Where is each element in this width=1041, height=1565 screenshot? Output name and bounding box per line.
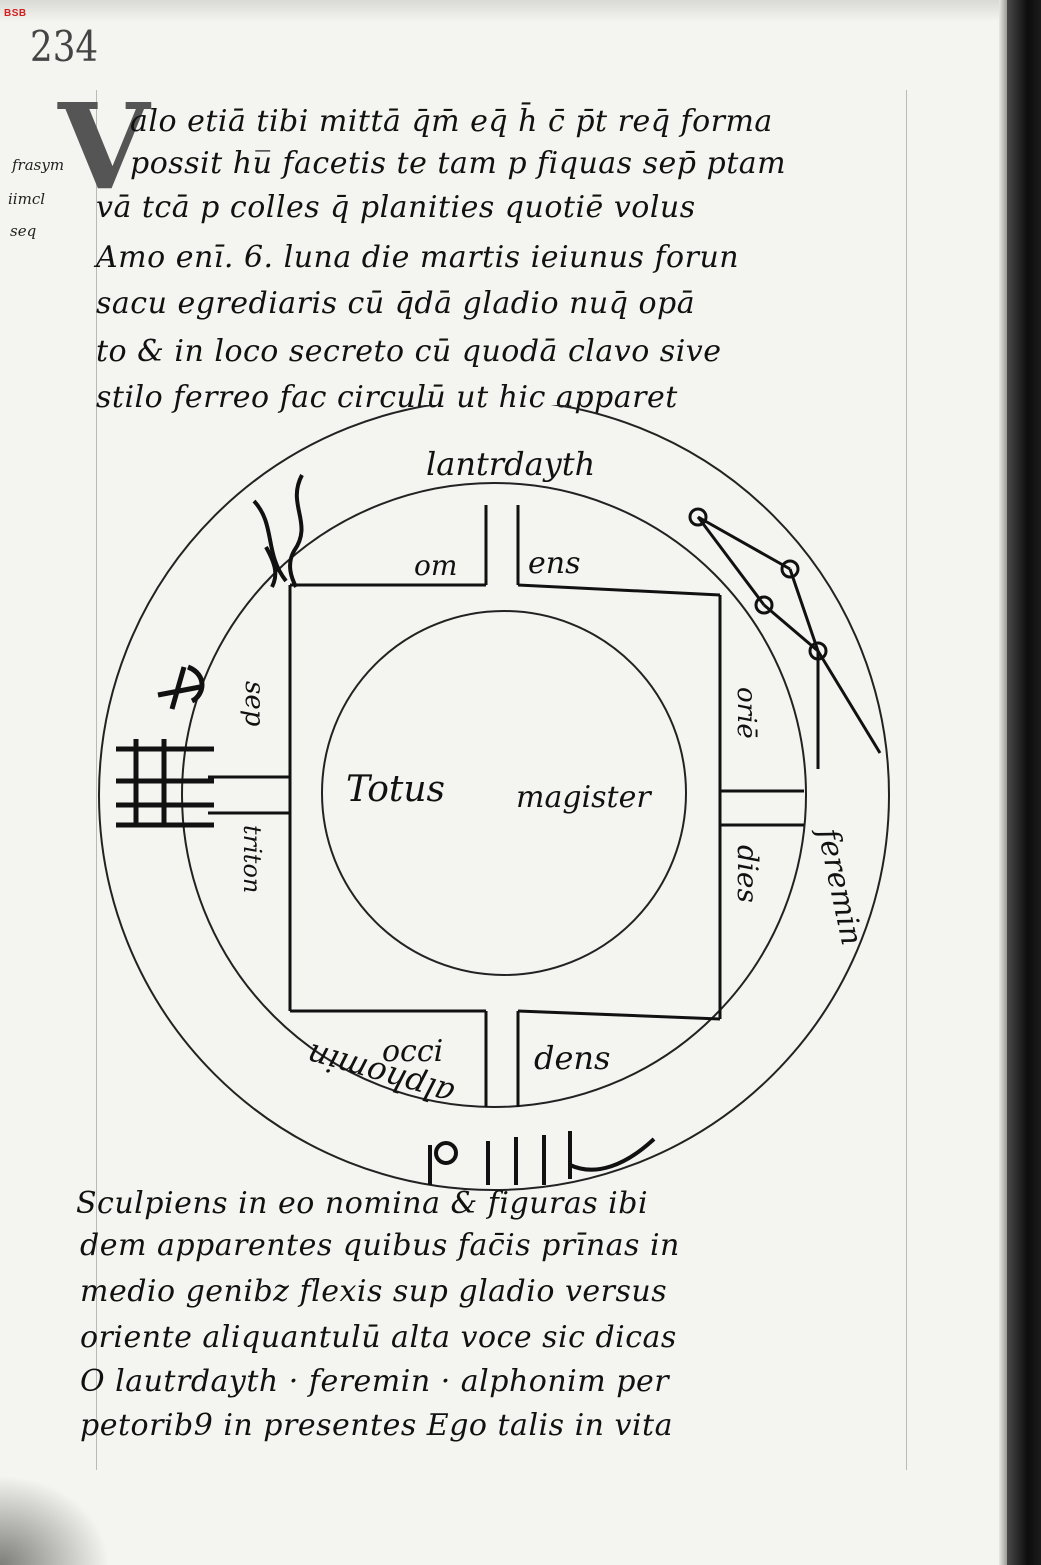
inner-ring-word: sep [239, 681, 269, 727]
inner-square-top-right [517, 583, 721, 597]
closing-line: Sculpiens in eo nomina & figuras ibi [76, 1186, 649, 1221]
inner-ring-word: om [414, 549, 457, 582]
inner-ring-word: oriē [731, 687, 761, 739]
left-ruling-line [96, 90, 97, 1470]
center-word-totus: Totus [346, 769, 445, 810]
page-corner-shadow [0, 1475, 110, 1565]
magic-circle-diagram: om ens oriē dies occi dens sep triton To… [98, 405, 890, 1191]
text-line: alo etiā tibi mittā q̄m̄ eq̄ h̄ c̄ p̄t r… [130, 104, 773, 139]
right-ruling-line [906, 90, 907, 1470]
inner-circle [321, 610, 687, 976]
outer-circle [98, 405, 890, 1191]
closing-line: O lautrdayth · feremin · alphonim per [80, 1364, 670, 1399]
folio-number: 234 [30, 22, 99, 71]
constellation-sigil [688, 507, 882, 769]
wave-sigil [252, 474, 304, 588]
text-line: possit hu̅ facetis te tam p fiquas sep̄ … [130, 146, 787, 181]
bottom-flourish-sigil [428, 1131, 656, 1185]
page-fore-edge [999, 0, 1007, 1565]
middle-circle [181, 482, 807, 1108]
closing-line: petorib9 in presentes Ego talis in vita [80, 1408, 674, 1443]
library-mark: BSB [4, 8, 27, 19]
cross-sigil [157, 664, 205, 710]
outer-ring-word-right: feremin [810, 823, 869, 948]
text-line: to & in loco secreto cū quodā clavo sive [96, 334, 722, 369]
decorated-initial: V [58, 77, 150, 216]
closing-line: medio genibz flexis sup gladio versus [80, 1274, 668, 1309]
text-line: Amo enī. 6. luna die martis ieiunus foru… [96, 240, 740, 275]
outer-ring-word-top: lantrdayth [426, 445, 595, 483]
inner-ring-word: dies [731, 845, 764, 903]
binding-spine [1007, 0, 1041, 1565]
inner-ring-word: ens [528, 546, 580, 581]
inner-square-bottom-right [517, 1009, 721, 1021]
ladder-sigil [116, 739, 214, 828]
text-line: vā tcā p colles q̄ planities quotiē volu… [96, 190, 696, 225]
margin-note: iimcl [8, 190, 46, 208]
inner-ring-word: occi [382, 1034, 443, 1069]
closing-line: dem apparentes quibus fac̄is prīnas in [80, 1228, 680, 1263]
center-word-magister: magister [516, 780, 652, 815]
margin-note: frasym [12, 156, 65, 174]
inner-ring-word: dens [534, 1039, 610, 1077]
text-line: sacu egrediaris cū q̄dā gladio nuq̄ opā [96, 286, 696, 321]
inner-ring-word: triton [238, 825, 266, 893]
closing-line: oriente aliquantulū alta voce sic dicas [80, 1320, 677, 1355]
margin-note: seq [10, 222, 37, 240]
page-top-edge [0, 0, 1041, 22]
